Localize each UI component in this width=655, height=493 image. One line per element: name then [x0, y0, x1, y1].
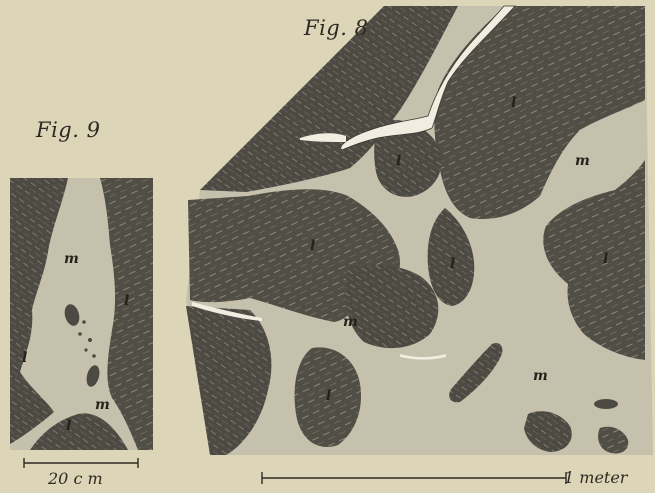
figure9-scale-bar [24, 458, 138, 468]
figure9-title: Fig. 9 [36, 118, 100, 142]
figure8-region-label: l [511, 95, 516, 111]
figure9-inclusion [82, 320, 86, 324]
figure9-region-label: l [124, 293, 129, 309]
figure8-scale-label: 1 meter [564, 468, 627, 487]
figure8-region-label: l [396, 153, 401, 169]
figure8-panel [186, 6, 653, 484]
figure8-region-label: l [450, 256, 455, 272]
figure9-region-label: l [66, 418, 71, 434]
figure9-inclusion [84, 348, 87, 351]
figure8-scale-bar [262, 472, 566, 484]
figure9-inclusion [78, 332, 82, 336]
figure8-region-label: m [533, 368, 548, 384]
figure9-region-label: m [95, 397, 110, 413]
figure8-region-label: l [603, 251, 608, 267]
figure9-region-label: m [64, 251, 79, 267]
figure9-region-label: l [22, 350, 27, 366]
figure8-block [594, 399, 618, 409]
figure9-inclusion [88, 338, 92, 342]
figure9-scale-label: 20 c m [48, 469, 103, 488]
figure8-title: Fig. 8 [304, 16, 368, 40]
figure8-region-label: m [343, 314, 358, 330]
figure9-inclusion [92, 354, 96, 358]
figure9-panel [10, 178, 153, 468]
figure8-region-label: l [326, 388, 331, 404]
figure8-region-label: m [575, 153, 590, 169]
figure8-region-label: l [310, 238, 315, 254]
